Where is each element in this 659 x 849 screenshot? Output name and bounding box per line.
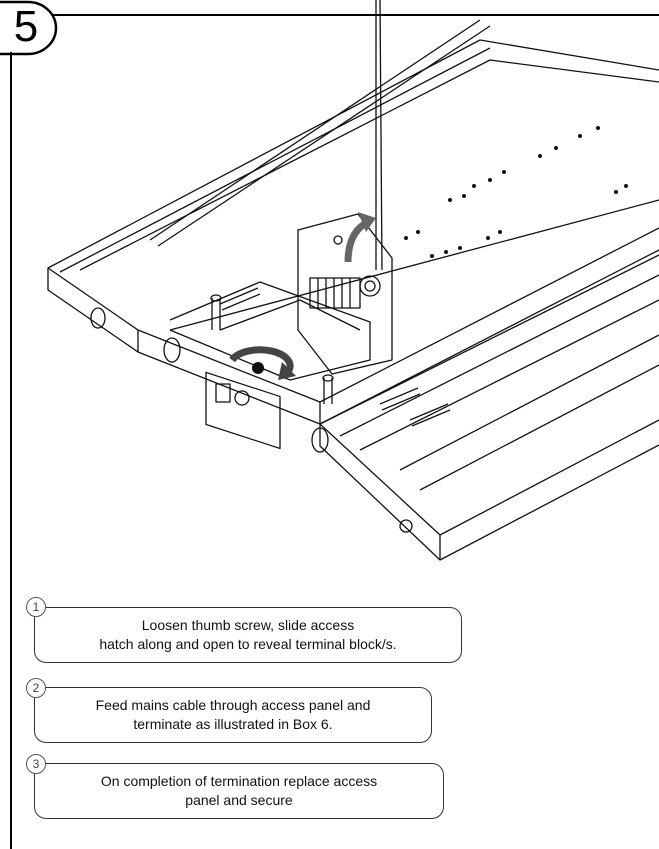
lift-arrow-icon	[344, 212, 376, 263]
instruction-1-text: Loosen thumb screw, slide access hatch a…	[34, 607, 462, 663]
luminaire-illustration	[47, 0, 659, 561]
instruction-3-text: On completion of termination replace acc…	[34, 763, 444, 819]
instruction-3-number: 3	[26, 754, 46, 774]
instruction-1-number: 1	[26, 597, 46, 617]
step-number: 5	[13, 2, 39, 51]
frame-left-border	[10, 52, 12, 849]
step-badge-outline	[0, 0, 58, 56]
instruction-2-text: Feed mains cable through access panel an…	[34, 687, 432, 743]
rotate-arrow-icon	[229, 346, 296, 380]
instruction-2-number: 2	[26, 678, 46, 698]
frame-top-border	[52, 14, 659, 16]
